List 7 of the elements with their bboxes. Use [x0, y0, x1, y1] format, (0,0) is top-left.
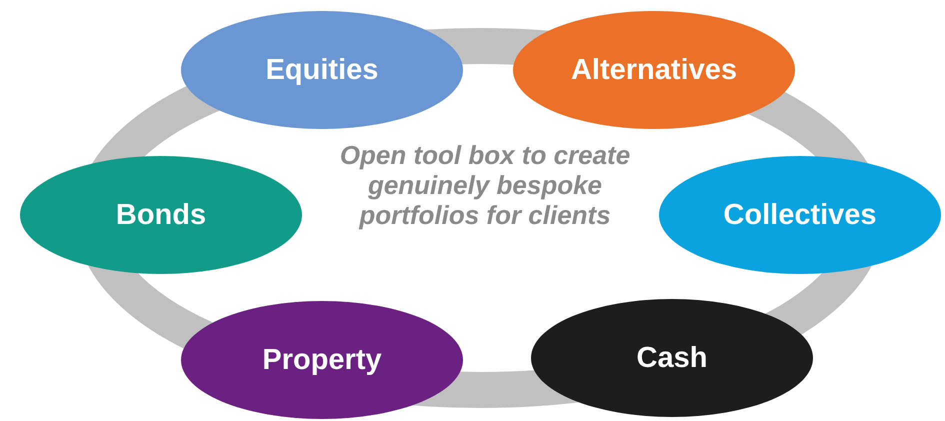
asset-class-label: Cash — [636, 342, 708, 374]
asset-class-label: Collectives — [723, 198, 877, 232]
asset-class-label: Bonds — [116, 198, 206, 232]
asset-class-label: Equities — [266, 54, 378, 86]
center-caption: Open tool box to create genuinely bespoke portfolios for clients — [338, 140, 632, 230]
asset-class-label: Alternatives — [570, 54, 737, 86]
asset-class-label: Property — [262, 344, 382, 376]
